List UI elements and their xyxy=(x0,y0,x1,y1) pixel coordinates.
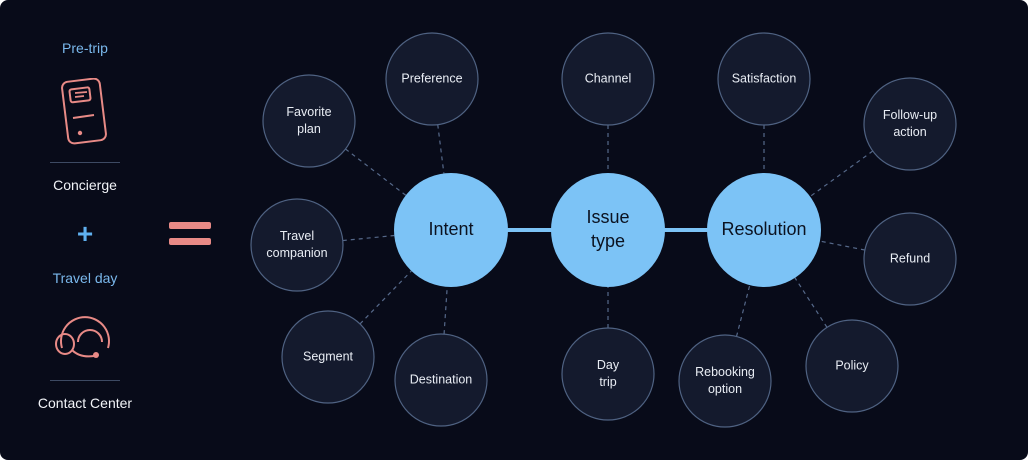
travel-day-label: Travel day xyxy=(52,270,118,286)
spoke-intent-3 xyxy=(359,270,412,325)
divider-1 xyxy=(50,162,120,163)
divider-2 xyxy=(50,380,120,381)
spoke-resolution-3 xyxy=(794,277,828,328)
equals-sign-bottom-bar xyxy=(169,238,211,245)
satellite-circle xyxy=(863,212,957,306)
satellite-circle xyxy=(863,77,957,171)
spoke-resolution-2 xyxy=(819,240,865,251)
satellite-circle xyxy=(385,32,479,126)
main-node-circle xyxy=(707,173,821,287)
main-node-label: Intent xyxy=(428,219,473,239)
plus-sign: + xyxy=(76,218,94,249)
concierge-label: Concierge xyxy=(53,177,117,193)
spoke-intent-2 xyxy=(342,234,395,242)
satellite-label: Satisfaction xyxy=(732,71,797,85)
pre-trip-label: Pre-trip xyxy=(62,40,108,56)
satellite-circle xyxy=(262,74,356,168)
satellite-node: Segment xyxy=(281,310,375,404)
main-node-intent: Intent xyxy=(394,173,508,287)
satellite-label: Channel xyxy=(585,71,632,85)
contact-center-label: Contact Center xyxy=(37,395,133,411)
satellite-circle xyxy=(281,310,375,404)
satellite-label: Refund xyxy=(890,251,930,265)
spoke-resolution-1 xyxy=(809,150,874,197)
satellite-node: Preference xyxy=(385,32,479,126)
main-node-circle xyxy=(394,173,508,287)
satellite-circle xyxy=(561,327,655,421)
satellite-circle xyxy=(250,198,344,292)
satellite-circle xyxy=(678,334,772,428)
satellite-label: Destination xyxy=(410,372,473,386)
satellite-circle xyxy=(717,32,811,126)
satellite-label: Preference xyxy=(401,71,462,85)
satellite-label: Policy xyxy=(835,358,869,372)
satellite-label: Segment xyxy=(303,349,354,363)
spoke-intent-0 xyxy=(345,148,407,196)
satellite-circle xyxy=(561,32,655,126)
satellite-node: Channel xyxy=(561,32,655,126)
satellite-node: Destination xyxy=(394,333,488,427)
spoke-intent-1 xyxy=(437,124,445,174)
spoke-resolution-4 xyxy=(735,285,751,337)
main-node-label: Resolution xyxy=(721,219,806,239)
main-node-resolution: Resolution xyxy=(707,173,821,287)
satellite-node: Refund xyxy=(863,212,957,306)
satellite-node: Policy xyxy=(805,319,899,413)
equals-sign-top-bar xyxy=(169,222,211,229)
spoke-intent-4 xyxy=(443,286,448,335)
main-node-circle xyxy=(551,173,665,287)
satellite-node: Satisfaction xyxy=(717,32,811,126)
satellite-circle xyxy=(805,319,899,413)
satellite-circle xyxy=(394,333,488,427)
